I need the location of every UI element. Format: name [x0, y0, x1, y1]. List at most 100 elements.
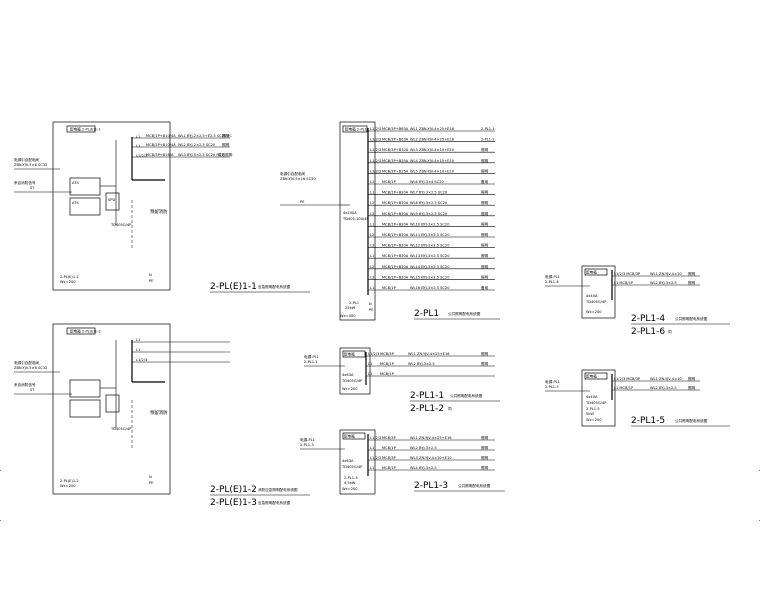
- feeder-breaker: MCB/1P: [380, 372, 395, 376]
- svg-text:照明: 照明: [222, 142, 230, 147]
- panel-subtitle: 公共照明配电系统图: [675, 316, 708, 321]
- svg-text:MCB/1P+B10/4A: MCB/1P+B10/4A: [146, 143, 176, 147]
- svg-text:照明: 照明: [688, 385, 696, 390]
- svg-text:N: N: [149, 475, 152, 479]
- feeder-phase: L1: [368, 372, 372, 376]
- svg-text:电源引自配电间: 电源引自配电间: [14, 360, 40, 365]
- panel-subtitle: 公共照明配电系统图: [450, 393, 483, 398]
- svg-text:疏散照明: 疏散照明: [218, 152, 233, 157]
- svg-text:L1: L1: [136, 144, 140, 148]
- feeder-cable: WL8 BYJ-3×2.5 SC20: [410, 201, 448, 205]
- panel-pe1-2: 配电箱 2-PL(E)1-2 电源引自配电间 ZBN-YJV-5×6 SC32 …: [14, 323, 310, 508]
- panel-subtitle: 公共照明配电系统图: [448, 311, 481, 316]
- feeder-breaker: MCB/1P: [382, 466, 397, 470]
- svg-text:ST: ST: [30, 186, 35, 190]
- feeder-load: 照明: [481, 243, 489, 248]
- panel-pl1-4: 配电箱 电源-PL1 2-PL1-4 4x40A TD405G/4P L1/2/…: [545, 265, 730, 337]
- svg-text:L1/2/3: L1/2/3: [136, 154, 147, 158]
- panel-subtitle: 消防应急照明配电系统图: [258, 487, 298, 492]
- panel-pe1-1: 配电箱 2-PL(E)1-1 电源引自配电间 ZBN-YJV-5×6 SC32 …: [14, 121, 310, 293]
- svg-text:4x100A: 4x100A: [343, 211, 357, 215]
- feeder-phase: L1/2/3: [368, 352, 379, 356]
- sheet-edge-mark: [0, 470, 1, 471]
- svg-text:TD405G/4P: TD405G/4P: [341, 465, 363, 469]
- feeder-load: 照明: [481, 232, 489, 237]
- feeder-breaker: MCB/3P: [382, 456, 397, 460]
- svg-text:配电箱: 配电箱: [586, 270, 597, 275]
- svg-text:预留消防: 预留消防: [150, 208, 168, 215]
- feeder-cable: WL4 BYJ-3×2.5: [410, 466, 437, 470]
- svg-text:2-PL1-4: 2-PL1-4: [545, 280, 559, 284]
- feeder-breaker: MCB/1P+B20A: [382, 254, 409, 258]
- svg-text:2-PL1-1: 2-PL1-1: [304, 360, 318, 364]
- feeder-load: 备用: [481, 179, 489, 184]
- feeder-load: 照明: [481, 351, 489, 356]
- svg-text:ZBN-YJV-5×6 SC32: ZBN-YJV-5×6 SC32: [14, 366, 47, 370]
- feeder-phase: L3: [370, 212, 374, 216]
- panel-subtitle: 应急照明配电系统图: [258, 284, 291, 289]
- feeder-breaker: MCB/1P+B20A: [382, 222, 409, 226]
- svg-text:2-PL(E)1-2: 2-PL(E)1-2: [60, 479, 79, 483]
- svg-text:TD405G/4P: TD405G/4P: [585, 300, 607, 304]
- svg-text:照明: 照明: [222, 133, 230, 138]
- feeder-load: 照明: [481, 264, 489, 269]
- feeder-breaker: MCB/3P: [382, 436, 397, 440]
- panel-title: 2-PL(E)1-1: [210, 282, 257, 292]
- feeder-load: 照明: [481, 361, 489, 366]
- svg-text:Wx=200: Wx=200: [60, 484, 76, 488]
- feeder-load: 照明: [481, 465, 489, 470]
- svg-text:电源-PL1: 电源-PL1: [304, 354, 319, 359]
- feeder-load: 照明: [481, 274, 489, 279]
- feeder-breaker: MCB/1P: [380, 362, 395, 366]
- feeder-load: 照明: [481, 190, 489, 195]
- svg-text:ZBN-YJV-5×16 SC50: ZBN-YJV-5×16 SC50: [280, 177, 316, 181]
- feeder-phase: L1: [370, 446, 374, 450]
- svg-text:2-PL1-3: 2-PL1-3: [300, 443, 314, 447]
- panel-title: 2-PL1: [414, 309, 439, 319]
- feeder-load: 备用: [481, 285, 489, 290]
- svg-text:L1: L1: [136, 338, 140, 342]
- feeder-phase: L1/2/3: [370, 138, 381, 142]
- panel-title: 2-PL1-3: [414, 481, 448, 491]
- svg-text:来自消防信号: 来自消防信号: [14, 180, 36, 185]
- svg-text:L1/2/3: L1/2/3: [136, 358, 147, 362]
- sheet-edge-mark: [0, 520, 1, 521]
- feeder-phase: L1/2/3: [370, 127, 381, 131]
- svg-text:N: N: [149, 273, 152, 277]
- panel-subtitle: 应急照明配电系统图: [258, 500, 291, 505]
- svg-text:N: N: [369, 302, 372, 306]
- svg-text:5kW: 5kW: [586, 412, 594, 416]
- svg-text:MCB/3P+B16/A: MCB/3P+B16/A: [146, 153, 174, 157]
- pe1-1-feeder: L1 MCB/1P+B10/4A WL1 BYJ-2×2.5+E2.5 SC20…: [132, 133, 232, 139]
- svg-text:L1 MCB/1P: L1 MCB/1P: [614, 281, 634, 285]
- svg-text:ATS: ATS: [72, 201, 79, 205]
- feeder-breaker: MCB/3P: [380, 352, 395, 356]
- feeder-load: 照明: [481, 221, 489, 226]
- feeder-cable: WL3 ZBN-YJV-4×10+E10: [410, 148, 455, 152]
- feeder-cable: WL4 ZBN-YJV-4×10+E10: [410, 159, 455, 163]
- feeder-phase: L1: [370, 191, 374, 195]
- feeder-breaker: MCB/1P: [382, 286, 397, 290]
- panel-title: 2-PL1-4: [631, 314, 665, 324]
- svg-text:电源引自配电间: 电源引自配电间: [14, 157, 40, 162]
- panel-title: 2-PL1-6: [631, 327, 665, 337]
- feeder-breaker: MCB/3P+B63A: [382, 127, 409, 131]
- feeder-cable: WL3 ZN-YJV-4×10+E10: [410, 456, 452, 460]
- feeder-breaker: MCB/1P: [382, 180, 397, 184]
- panel-title: 2-PL1-2: [410, 404, 444, 414]
- feeder-load: 照明: [481, 435, 489, 440]
- feeder-load: 照明: [481, 200, 489, 205]
- svg-text:4.5kW: 4.5kW: [344, 481, 356, 485]
- pe1-1-feeder: L1/2/3 MCB/3P+B16/A WL3 BYJ-5×2.5 SC20 F…: [132, 152, 233, 158]
